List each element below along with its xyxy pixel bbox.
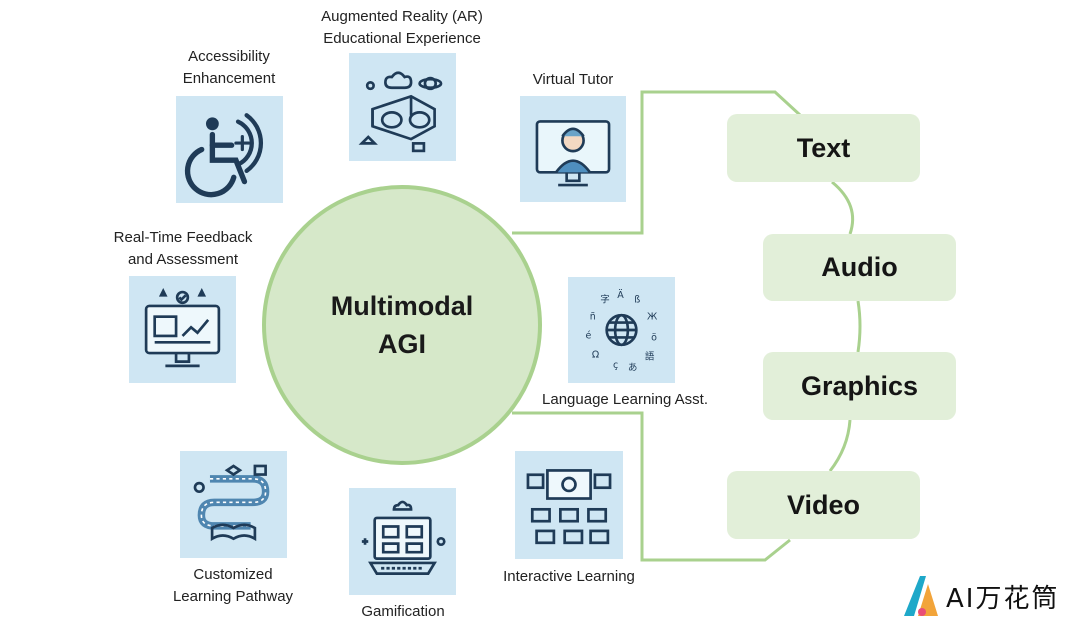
caption-language-assistant: Language Learning Asst. [542, 391, 708, 408]
multimodal-agi-hub: Multimodal AGI [262, 185, 542, 465]
modality-video: Video [727, 471, 920, 539]
svg-text:字: 字 [600, 293, 610, 305]
connector-audio-graphics [856, 300, 862, 353]
connector-graphics-video [828, 419, 852, 472]
svg-text:Ä: Ä [617, 290, 624, 301]
svg-text:ö: ö [651, 333, 657, 344]
modality-graphics: Graphics [763, 352, 956, 420]
hub-title-line1: Multimodal [330, 291, 474, 321]
game-screen-icon [349, 488, 456, 595]
connector-text-audio [831, 180, 855, 235]
svg-text:ß: ß [634, 294, 640, 305]
caption-virtual-tutor: Virtual Tutor [532, 71, 614, 88]
caption-interactive-learning: Interactive Learning [503, 568, 635, 585]
svg-text:語: 語 [645, 351, 655, 363]
caption-gamification: Gamification [361, 603, 445, 620]
svg-text:あ: あ [628, 362, 638, 373]
connector-lower [512, 411, 791, 562]
connector-upper [512, 90, 802, 235]
svg-text:Ω: Ω [592, 350, 599, 361]
winding-road-icon [180, 451, 287, 558]
svg-text:é: é [585, 330, 591, 341]
vr-headset-icon [349, 53, 456, 161]
kaleidoscope-logo-icon [904, 576, 938, 616]
hub-title-line2: AGI [377, 329, 426, 359]
wheelchair-icon [176, 96, 283, 203]
modality-audio: Audio [763, 234, 956, 301]
tutor-monitor-icon [520, 96, 626, 202]
watermark-logo: AI万花筒 [900, 570, 1070, 622]
svg-text:Ж: Ж [647, 311, 658, 322]
classroom-screens-icon [515, 451, 623, 559]
watermark-text: AI万花筒 [946, 583, 1060, 614]
caption-ar-experience: Augmented Reality (AR)Educational Experi… [321, 8, 483, 47]
svg-text:ñ: ñ [590, 311, 596, 322]
dashboard-monitor-icon [129, 276, 236, 383]
svg-text:ç: ç [613, 360, 618, 371]
modality-text: Text [727, 114, 920, 182]
